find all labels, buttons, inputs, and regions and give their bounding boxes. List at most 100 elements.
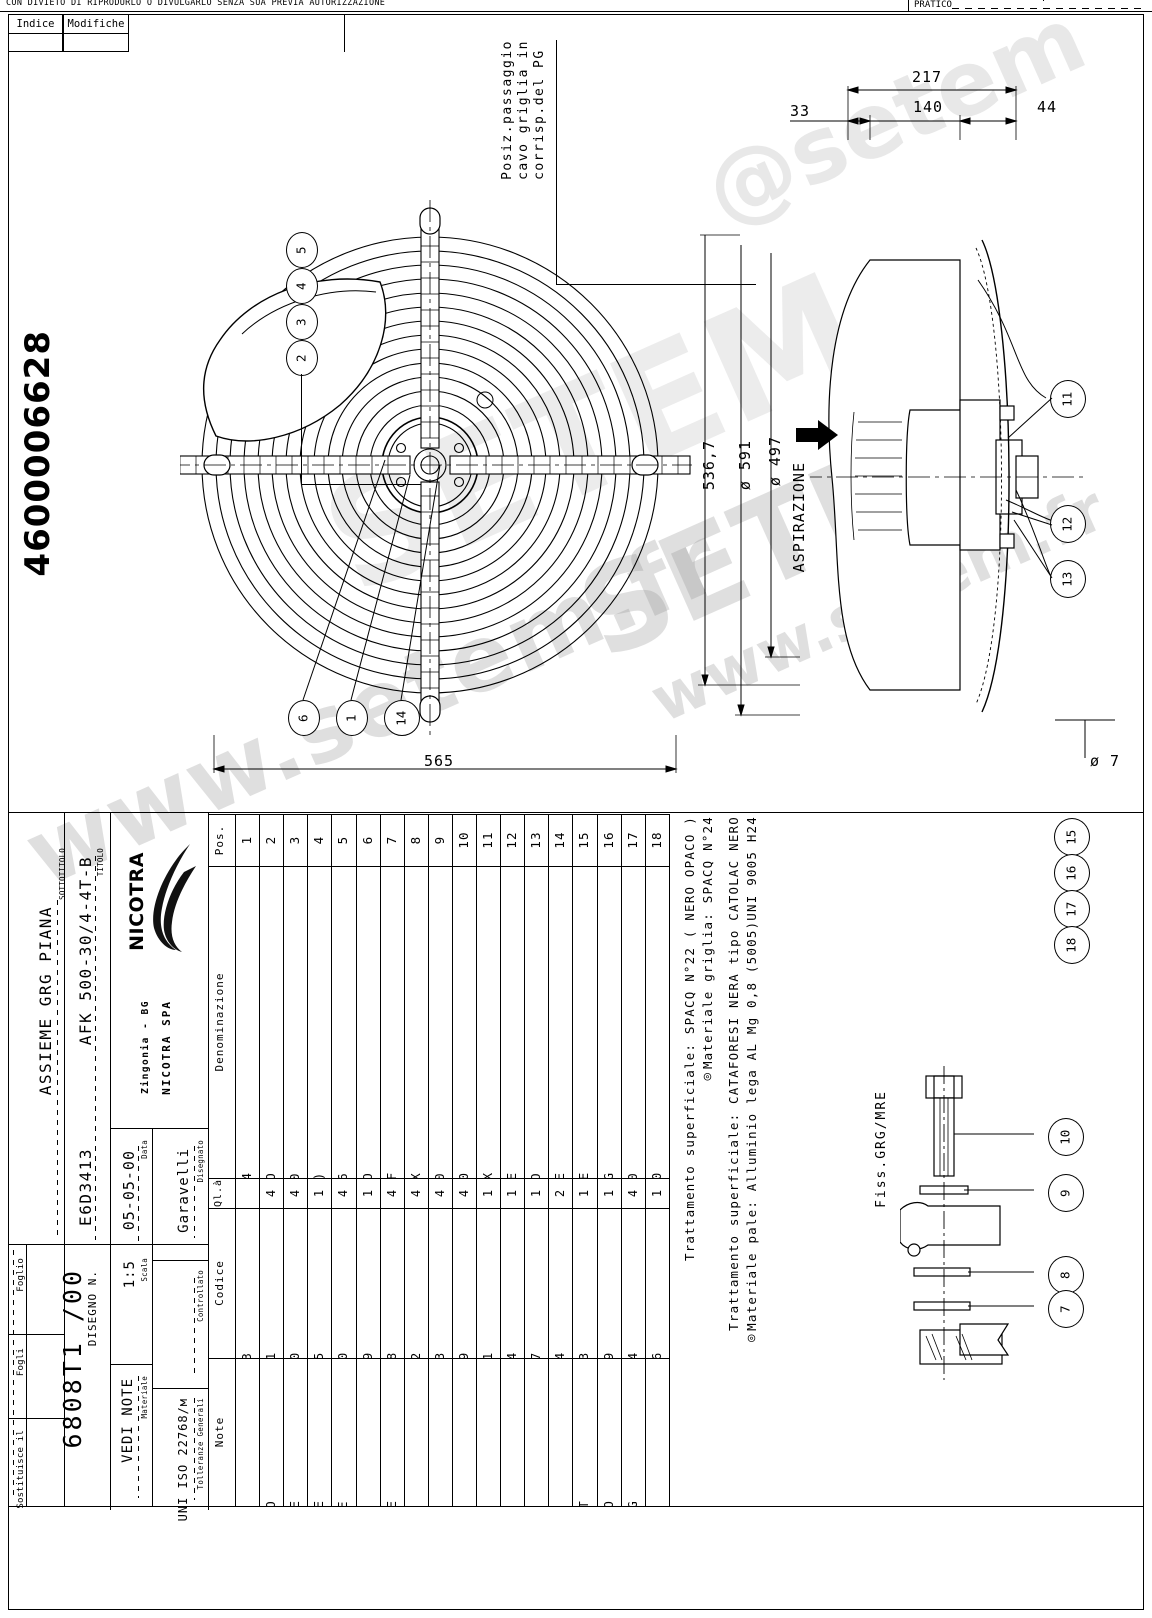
fan-side-section-view — [810, 239, 1085, 713]
bom-col-divider — [451, 814, 453, 1506]
bom-cell-codice: 986008 — [380, 1208, 404, 1358]
balloon-2[interactable]: 2 — [286, 340, 318, 376]
balloon-5[interactable]: 5 — [286, 232, 318, 268]
annotation-leader-vertical — [556, 40, 557, 285]
bom-cell-text: 1 — [649, 1188, 664, 1198]
bom-cell-text: 7 — [383, 835, 399, 845]
balloon-13[interactable]: 13 — [1050, 560, 1086, 598]
balloon-8[interactable]: 8 — [1048, 1256, 1084, 1294]
bom-cell-text: 4 — [456, 1188, 471, 1198]
titolo-value: AFK 500-30/4-4T-B — [76, 856, 95, 1046]
bom-cell-text: 17 — [624, 831, 640, 849]
balloon-16[interactable]: 16 — [1054, 854, 1090, 892]
disegno-col-divider — [64, 1244, 66, 1506]
bom-cell-codice: 985537 — [524, 1208, 548, 1358]
balloon-17[interactable]: 17 — [1054, 890, 1090, 928]
logo-block-divider — [110, 812, 112, 1510]
bom-header-label: Pos. — [213, 824, 226, 856]
bom-band-separator — [209, 1178, 669, 1180]
balloon-10[interactable]: 10 — [1048, 1118, 1084, 1156]
foglio-label: Foglio — [16, 1258, 26, 1292]
bom-cell-text: 13 — [528, 831, 544, 849]
bom-cell-text: 4 — [264, 1188, 279, 1198]
bom-cell-text: RAL 9005 OPACO — [264, 1500, 278, 1506]
bom-header-label: Ql.à — [213, 1178, 224, 1208]
balloon-4[interactable]: 4 — [286, 268, 318, 304]
bom-cell-pos: 6 — [356, 814, 380, 866]
balloon-9[interactable]: 9 — [1048, 1174, 1084, 1212]
bom-cell-text: VEDI NOTE — [288, 1500, 302, 1506]
balloon-14-label: 14 — [393, 710, 409, 726]
tolleranze-value: UNI ISO 22768/м — [176, 1398, 190, 1522]
bom-cell-denominazione: VITE M8X16 INOX AF 450-630 — [283, 866, 307, 1178]
data-dashed — [138, 1146, 139, 1242]
bom-cell-qta: 4 — [283, 1178, 307, 1208]
bom-cell-qta: 1 — [524, 1178, 548, 1208]
pratico-label: PRATICO — [914, 0, 952, 10]
bom-cell-note: INSER NELLA SCT IMBALLO — [597, 1358, 621, 1506]
bom-cell-text: 1 — [529, 1188, 544, 1198]
bom-cell-codice: 173425 — [307, 1208, 331, 1358]
scala-value: 1:5 — [122, 1260, 138, 1289]
fan-front-view — [180, 200, 692, 740]
disegnato-label: Disegnato — [196, 1140, 205, 1183]
bom-cell-text: 12 — [504, 831, 520, 849]
bom-cell-text: 11 — [480, 831, 495, 849]
sostituisce-row-line — [8, 1418, 64, 1420]
revision-col-index-header: Indice — [8, 14, 63, 34]
balloon-11[interactable]: 11 — [1050, 380, 1086, 418]
balloon-14[interactable]: 14 — [384, 700, 420, 736]
bom-header-label: Note — [213, 1416, 226, 1448]
tolleranze-row-line — [152, 1388, 208, 1390]
bom-cell-text: 10 — [455, 831, 471, 849]
bom-cell-note: BLOCC VITE — [331, 1358, 355, 1506]
fogli-label: Fogli — [16, 1348, 26, 1377]
bom-header-col-divider — [235, 814, 237, 1506]
bom-col-divider — [572, 814, 574, 1506]
bom-cell-text: 4 — [288, 1188, 303, 1198]
bom-col-divider — [427, 814, 429, 1506]
revision-cell-modifiche — [63, 34, 129, 52]
balloon-1[interactable]: 1 — [336, 700, 368, 736]
top-dimension-lines — [790, 86, 1018, 140]
balloon-15[interactable]: 15 — [1054, 818, 1090, 856]
bom-cell-text: 9 — [431, 835, 447, 845]
balloon-7[interactable]: 7 — [1048, 1290, 1084, 1328]
bom-cell-text: BLOCC VITE — [336, 1500, 350, 1506]
bom-col-divider — [644, 814, 646, 1506]
bom-cell-note: RAL 9005 OPACO — [259, 1358, 283, 1506]
bom-cell-text: 171036 — [650, 1352, 664, 1358]
balloon-12-label: 12 — [1059, 516, 1075, 532]
annotation-line-3: corrisp.del PG — [532, 49, 547, 180]
tolleranze-label: Tolleranze Generali — [196, 1398, 205, 1490]
balloon-1-label: 1 — [343, 714, 359, 722]
bom-cell-text: 2 — [263, 835, 279, 845]
materiale-label: Materiale — [140, 1376, 149, 1419]
fastener-exploded-view — [900, 1066, 1034, 1380]
copyright-notice: CON DIVIETO DI RIPRODURLO O DIVULGARLO S… — [6, 0, 386, 8]
bom-cell-text: 1 — [577, 1188, 592, 1198]
bom-cell-codice: 910500 — [283, 1208, 307, 1358]
balloon-3[interactable]: 3 — [286, 304, 318, 340]
bom-header-cell: Ql.à — [209, 1178, 235, 1208]
bom-cell-pos: 3 — [283, 814, 307, 866]
bom-col-divider — [620, 814, 622, 1506]
bom-cell-denominazione: ETICHETTA PRESENZA TENSIONE — [500, 866, 524, 1178]
bom-cell-codice: 840972 — [404, 1208, 428, 1358]
disegno-n-label: DISEGNO N. — [86, 1270, 99, 1347]
bom-band-separator — [209, 1506, 669, 1508]
sostituisce-label: Sostituisce il — [16, 1430, 26, 1509]
balloon-6[interactable]: 6 — [288, 700, 320, 736]
pratico-dashed-line — [952, 8, 1142, 9]
titolo-block-bottom — [8, 1244, 208, 1246]
bom-cell-pos: 9 — [428, 814, 452, 866]
disegnato-col-divider — [152, 1128, 154, 1506]
bom-cell-denominazione: CASSA 0201 545X545X260 — [645, 866, 669, 1178]
balloon-18[interactable]: 18 — [1054, 926, 1090, 964]
controllato-label: Controllato — [196, 1270, 205, 1322]
bom-cell-pos: 10 — [452, 814, 476, 866]
bom-cell-codice: 985014 — [548, 1208, 572, 1358]
balloon-3-label: 3 — [293, 318, 309, 326]
sottotitolo-label: SOTTOTITOLO — [58, 848, 67, 900]
bom-cell-pos: 15 — [572, 814, 596, 866]
